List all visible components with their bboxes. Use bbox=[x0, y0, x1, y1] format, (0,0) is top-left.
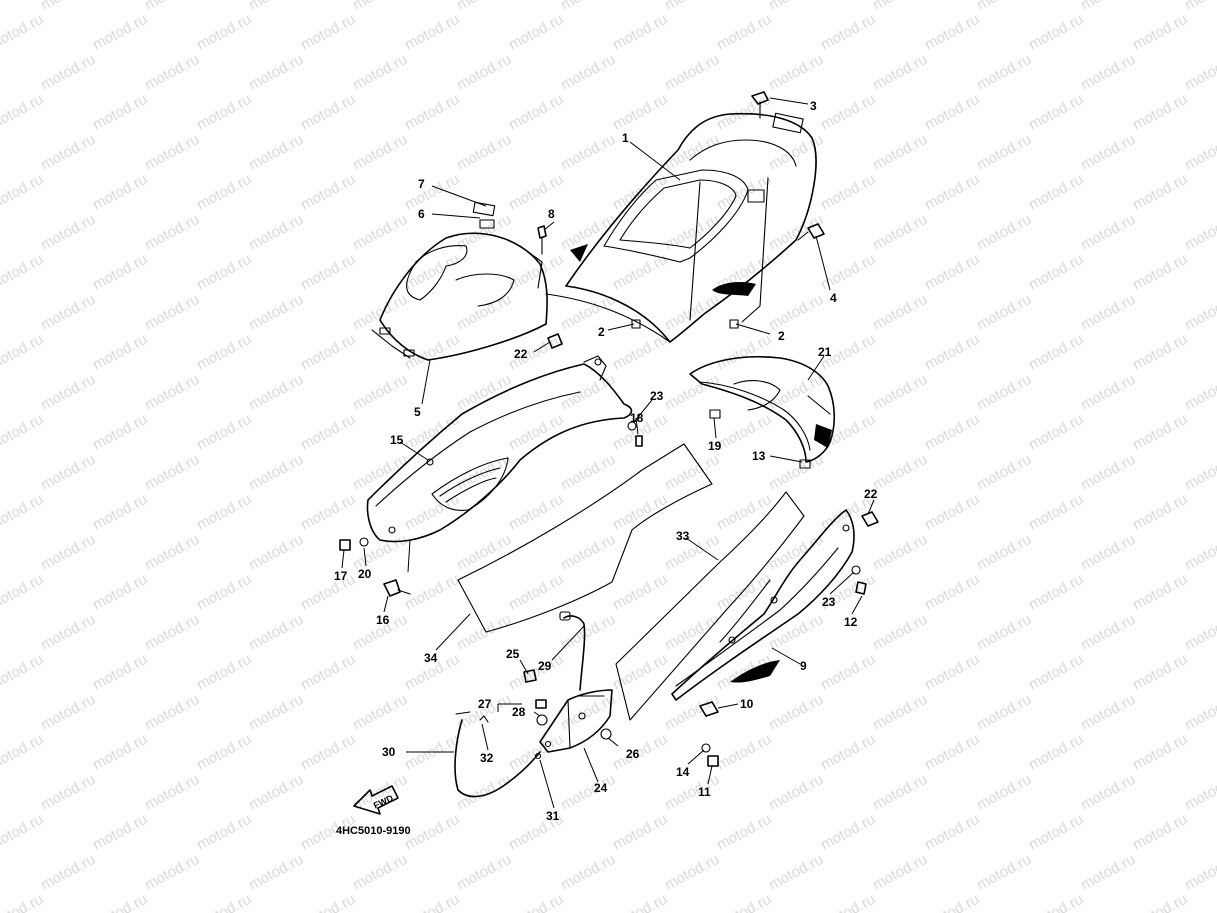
part-1-rear-cover bbox=[565, 112, 817, 343]
part-label-21: 21 bbox=[818, 345, 832, 359]
part-label-12: 12 bbox=[844, 615, 858, 629]
part-label-1: 1 bbox=[622, 131, 629, 145]
part-label-27: 27 bbox=[478, 697, 492, 711]
part-label-26: 26 bbox=[626, 747, 640, 761]
part-label-23: 23 bbox=[822, 595, 836, 609]
forward-arrow-label: FWD bbox=[372, 793, 395, 811]
part-15-left-side-cover bbox=[366, 355, 633, 543]
part-label-31: 31 bbox=[546, 809, 560, 823]
part-label-28: 28 bbox=[512, 705, 526, 719]
part-label-30: 30 bbox=[382, 745, 396, 759]
part-label-7: 7 bbox=[418, 177, 425, 191]
part-label-22: 22 bbox=[514, 347, 528, 361]
part-label-32: 32 bbox=[480, 751, 494, 765]
part-label-2: 2 bbox=[778, 329, 785, 343]
forward-arrow: FWD bbox=[353, 785, 399, 815]
part-label-22: 22 bbox=[864, 487, 878, 501]
part-label-10: 10 bbox=[740, 697, 754, 711]
part-21-rear-fender bbox=[689, 355, 836, 463]
part-label-8: 8 bbox=[548, 207, 555, 221]
part-label-6: 6 bbox=[418, 207, 425, 221]
fasteners bbox=[339, 91, 879, 767]
part-label-24: 24 bbox=[594, 781, 608, 795]
part-label-13: 13 bbox=[752, 449, 766, 463]
part-label-19: 19 bbox=[708, 439, 722, 453]
part-label-3: 3 bbox=[810, 99, 817, 113]
part-5-front-cover bbox=[371, 232, 671, 361]
part-label-25: 25 bbox=[506, 647, 520, 661]
part-label-9: 9 bbox=[800, 659, 807, 673]
part-label-16: 16 bbox=[376, 613, 390, 627]
part-label-2: 2 bbox=[598, 325, 605, 339]
part-label-23: 23 bbox=[650, 389, 664, 403]
part-label-15: 15 bbox=[390, 433, 404, 447]
part-label-34: 34 bbox=[424, 651, 438, 665]
part-label-17: 17 bbox=[334, 569, 348, 583]
part-label-18: 18 bbox=[630, 411, 644, 425]
part-label-14: 14 bbox=[676, 765, 690, 779]
part-label-20: 20 bbox=[358, 567, 372, 581]
part-label-11: 11 bbox=[698, 785, 711, 799]
part-labels: 1 2 2 3 4 5 6 7 8 9 10 11 12 13 14 15 16… bbox=[334, 99, 878, 823]
part-label-33: 33 bbox=[676, 529, 690, 543]
part-9-right-side-cover bbox=[671, 509, 855, 701]
part-label-29: 29 bbox=[538, 659, 552, 673]
part-label-4: 4 bbox=[830, 291, 837, 305]
part-29-hose bbox=[559, 611, 586, 691]
part-label-5: 5 bbox=[414, 405, 421, 419]
leader-lines bbox=[341, 97, 875, 809]
part-24-tray bbox=[539, 689, 613, 753]
part-30-hose bbox=[454, 711, 541, 798]
diagram-code: 4HC5010-9190 bbox=[336, 825, 411, 837]
part-34-decal bbox=[457, 443, 713, 633]
part-33-decal bbox=[615, 491, 805, 721]
